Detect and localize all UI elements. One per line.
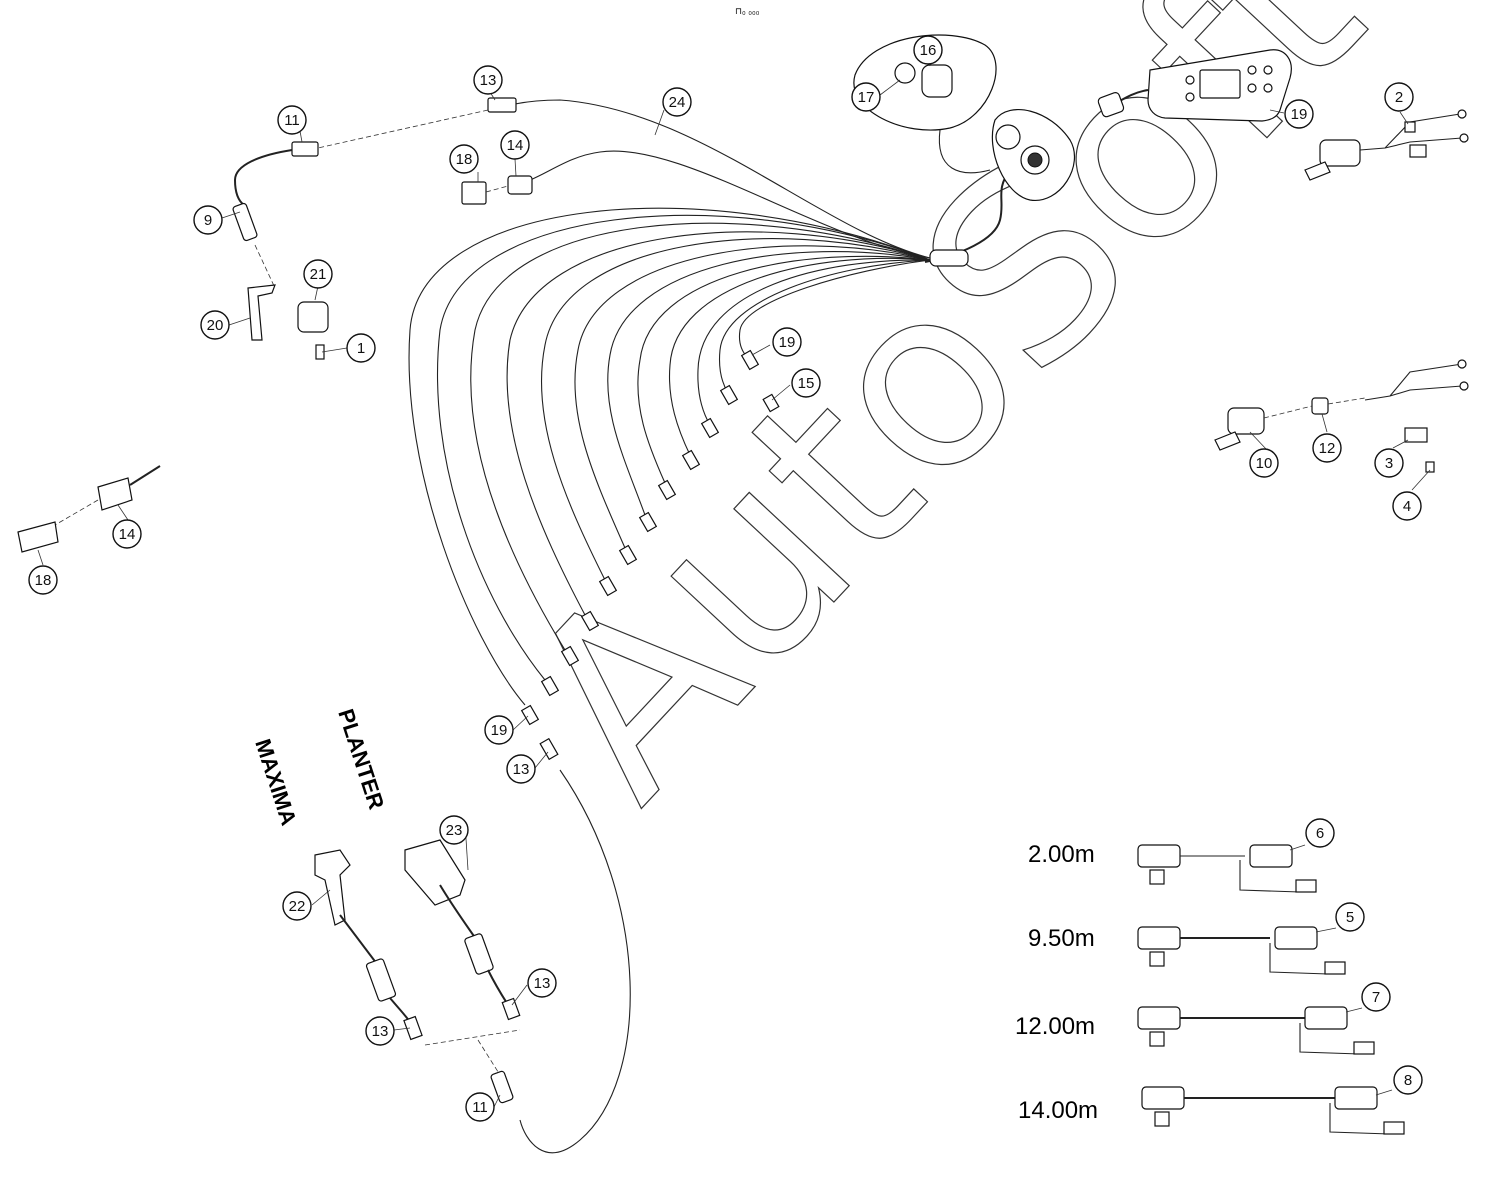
callout-23: 23 [439, 815, 469, 845]
callout-13-planter: 13 [527, 968, 557, 998]
svg-text:7: 7 [1372, 989, 1380, 1006]
svg-text:14: 14 [119, 526, 136, 543]
power-connector-2 [1304, 109, 1469, 181]
svg-text:3: 3 [1385, 455, 1393, 472]
cable-14m [1141, 1086, 1405, 1135]
svg-text:13: 13 [372, 1023, 389, 1040]
cable-2m [1137, 844, 1317, 893]
display-unit-19 [1097, 49, 1292, 122]
callout-15: 15 [791, 368, 821, 398]
extension-cables [1137, 844, 1405, 1135]
svg-text:21: 21 [310, 266, 327, 283]
svg-text:11: 11 [284, 112, 300, 129]
svg-text:19: 19 [1291, 106, 1308, 123]
svg-text:4: 4 [1403, 498, 1411, 515]
svg-text:13: 13 [513, 761, 530, 778]
connectors-18-14-top [461, 175, 533, 205]
callout-11-top: 11 [277, 105, 307, 135]
maxima-assembly [314, 849, 521, 1104]
connector-11-top [291, 141, 319, 157]
cable-9-50m [1137, 926, 1346, 975]
length-label-12m: 12.00m [1015, 1013, 1095, 1040]
callout-12: 12 [1312, 433, 1342, 463]
svg-text:17: 17 [858, 89, 875, 106]
callout-22: 22 [282, 891, 312, 921]
sensor-assembly [232, 97, 517, 360]
callout-10: 10 [1249, 448, 1279, 478]
callout-4: 4 [1392, 491, 1422, 521]
svg-text:23: 23 [446, 822, 463, 839]
callout-17: 17 [851, 82, 881, 112]
callout-8: 8 [1393, 1065, 1423, 1095]
planter-assembly [404, 839, 521, 1021]
bracket-20 [247, 284, 276, 341]
svg-text:2: 2 [1395, 89, 1403, 106]
ecu-connector-group [853, 34, 1076, 201]
harness-sleeve [929, 249, 969, 267]
svg-text:18: 18 [456, 151, 473, 168]
callout-13-maxima: 13 [365, 1016, 395, 1046]
svg-text:6: 6 [1316, 825, 1324, 842]
callout-3: 3 [1374, 448, 1404, 478]
length-label-14m: 14.00m [1018, 1097, 1098, 1124]
callout-1: 1 [346, 333, 376, 363]
callouts: 13 11 24 18 14 9 21 20 1 16 17 19 2 19 1… [28, 35, 1423, 1122]
callout-14-left: 14 [112, 519, 142, 549]
maxima-label: MAXIMA [250, 736, 301, 829]
callout-14-top: 14 [500, 130, 530, 160]
svg-text:18: 18 [35, 572, 52, 589]
callout-20: 20 [200, 310, 230, 340]
callout-13-top: 13 [473, 65, 503, 95]
length-label-9-50m: 9.50m [1028, 925, 1095, 952]
callout-11-bottom: 11 [465, 1092, 495, 1122]
header-mark: ⊓₀ ₀₀₀ [735, 6, 760, 16]
svg-text:13: 13 [534, 975, 551, 992]
svg-text:12: 12 [1319, 440, 1336, 457]
callout-24: 24 [662, 87, 692, 117]
svg-text:8: 8 [1404, 1072, 1412, 1089]
callout-19-display: 19 [1284, 99, 1314, 129]
power-connector-10 [1214, 359, 1469, 473]
callout-18-left: 18 [28, 565, 58, 595]
planter-label: PLANTER [333, 706, 389, 813]
svg-text:14: 14 [507, 137, 524, 154]
svg-text:16: 16 [920, 42, 937, 59]
callout-5: 5 [1335, 902, 1365, 932]
svg-text:22: 22 [289, 898, 306, 915]
display-screen [1199, 69, 1241, 99]
main-harness [408, 99, 1011, 1154]
holder-21 [297, 301, 329, 333]
callout-2: 2 [1384, 82, 1414, 112]
callout-13-mid: 13 [506, 754, 536, 784]
callout-18-top: 18 [449, 144, 479, 174]
svg-text:15: 15 [798, 375, 815, 392]
callout-19-fan: 19 [772, 327, 802, 357]
svg-text:5: 5 [1346, 909, 1354, 926]
svg-text:19: 19 [779, 334, 796, 351]
callout-21: 21 [303, 259, 333, 289]
svg-text:1: 1 [357, 340, 365, 357]
callout-6: 6 [1305, 818, 1335, 848]
svg-text:9: 9 [204, 212, 212, 229]
svg-text:10: 10 [1256, 455, 1273, 472]
sensor-9 [232, 202, 258, 242]
svg-text:11: 11 [472, 1099, 488, 1116]
cable-12m [1137, 1006, 1375, 1055]
svg-text:24: 24 [669, 94, 686, 111]
callout-7: 7 [1361, 982, 1391, 1012]
length-label-2m: 2.00m [1028, 841, 1095, 868]
svg-text:19: 19 [491, 722, 508, 739]
fan-connectors [520, 349, 780, 761]
svg-text:20: 20 [207, 317, 224, 334]
callout-16: 16 [913, 35, 943, 65]
left-connectors [17, 465, 161, 553]
connector-13-top [487, 97, 517, 113]
svg-text:13: 13 [480, 72, 497, 89]
callout-9: 9 [193, 205, 223, 235]
callout-19-bottom: 19 [484, 715, 514, 745]
